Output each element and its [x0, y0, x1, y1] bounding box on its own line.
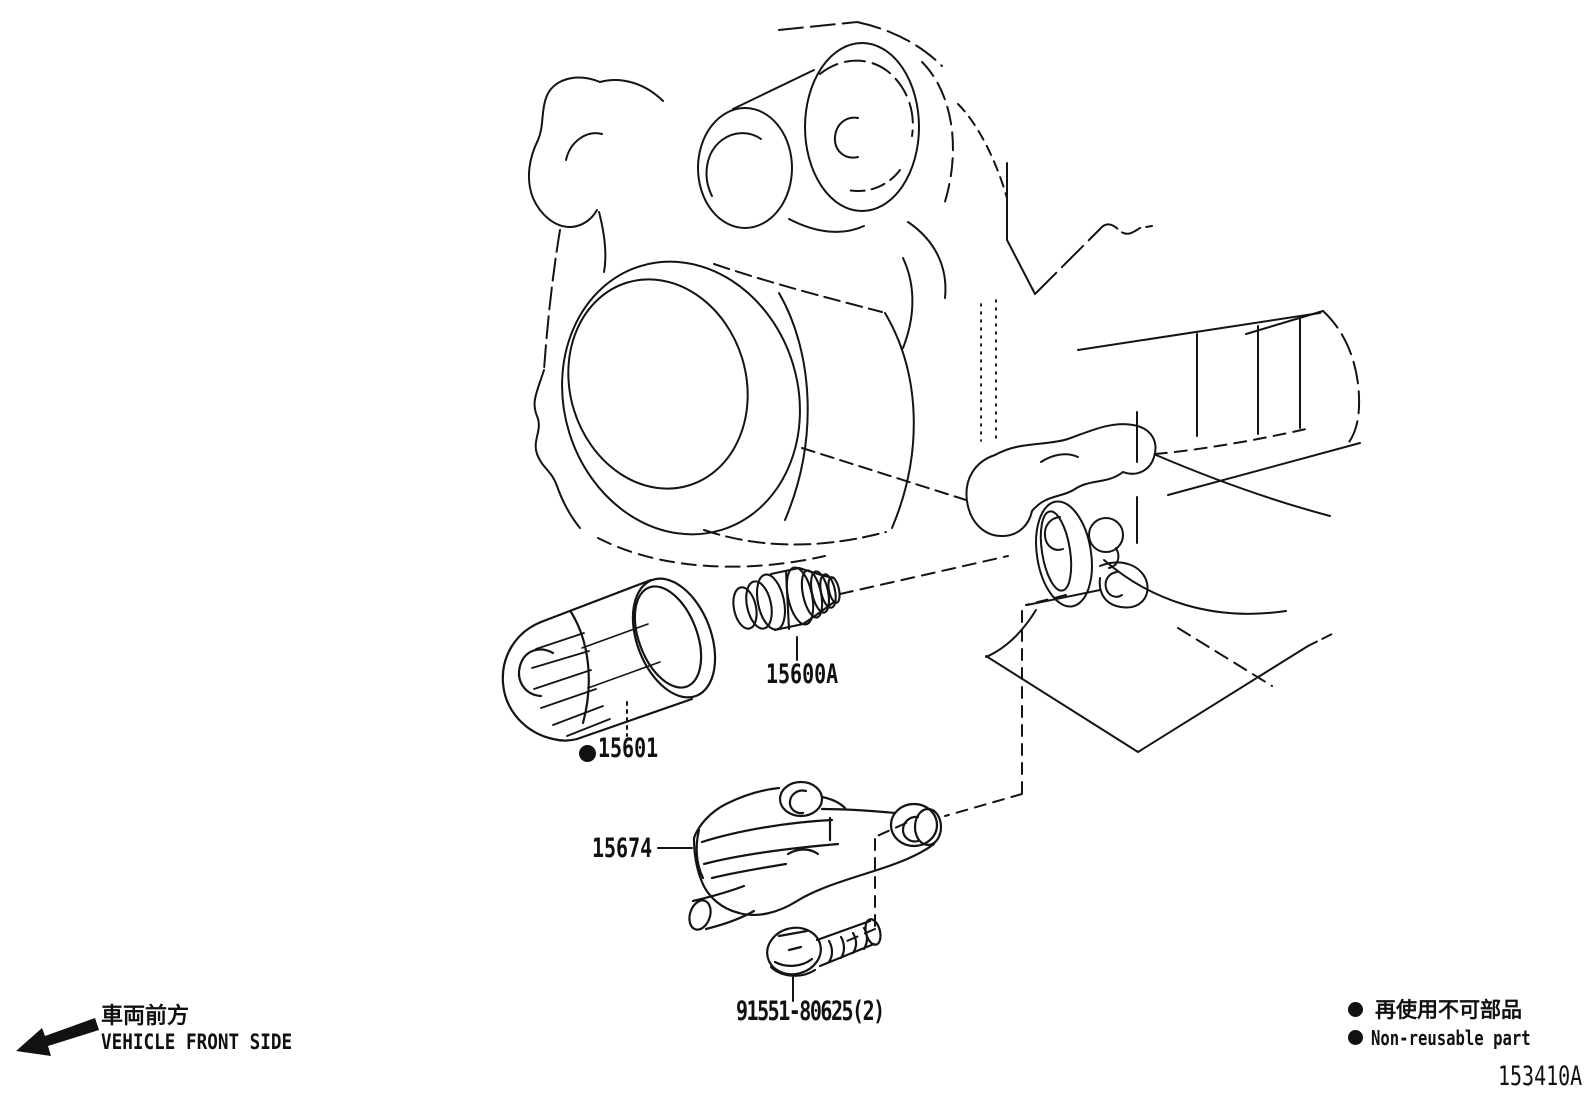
- legend-bullet-icon-en: [1348, 1030, 1363, 1045]
- legend-label-en: Non-reusable part: [1371, 1026, 1531, 1050]
- legend-label-jp: 再使用不可部品: [1375, 998, 1522, 1022]
- part-union-fitting: [732, 566, 841, 632]
- union-install-dashed-line: [839, 555, 1009, 595]
- part-label-15674[interactable]: 15674: [592, 833, 653, 864]
- non-reusable-bullet-icon: [579, 745, 596, 762]
- legend-bullet-icon-jp: [1348, 1002, 1363, 1017]
- leader-lines: [626, 447, 1067, 1002]
- part-oil-filter: [501, 577, 717, 742]
- part-filter-bracket: [688, 780, 943, 931]
- vehicle-front-arrow-icon: [16, 1018, 99, 1056]
- engine-assembly: [527, 21, 1361, 753]
- part-bolt: [766, 918, 882, 977]
- figure-code: 153410A: [1498, 1061, 1583, 1092]
- bracket-bolt-dashed-line: [846, 594, 1067, 942]
- part-label-15600a[interactable]: 15600A: [766, 659, 839, 690]
- vehicle-front-label-en: VEHICLE FRONT SIDE: [101, 1030, 293, 1054]
- part-label-91551-80625[interactable]: 91551-80625(2): [736, 996, 885, 1027]
- axis-dashed-line: [801, 447, 967, 501]
- part-label-15601[interactable]: 15601: [598, 733, 659, 764]
- vehicle-front-label-jp: 車両前方: [101, 1004, 190, 1029]
